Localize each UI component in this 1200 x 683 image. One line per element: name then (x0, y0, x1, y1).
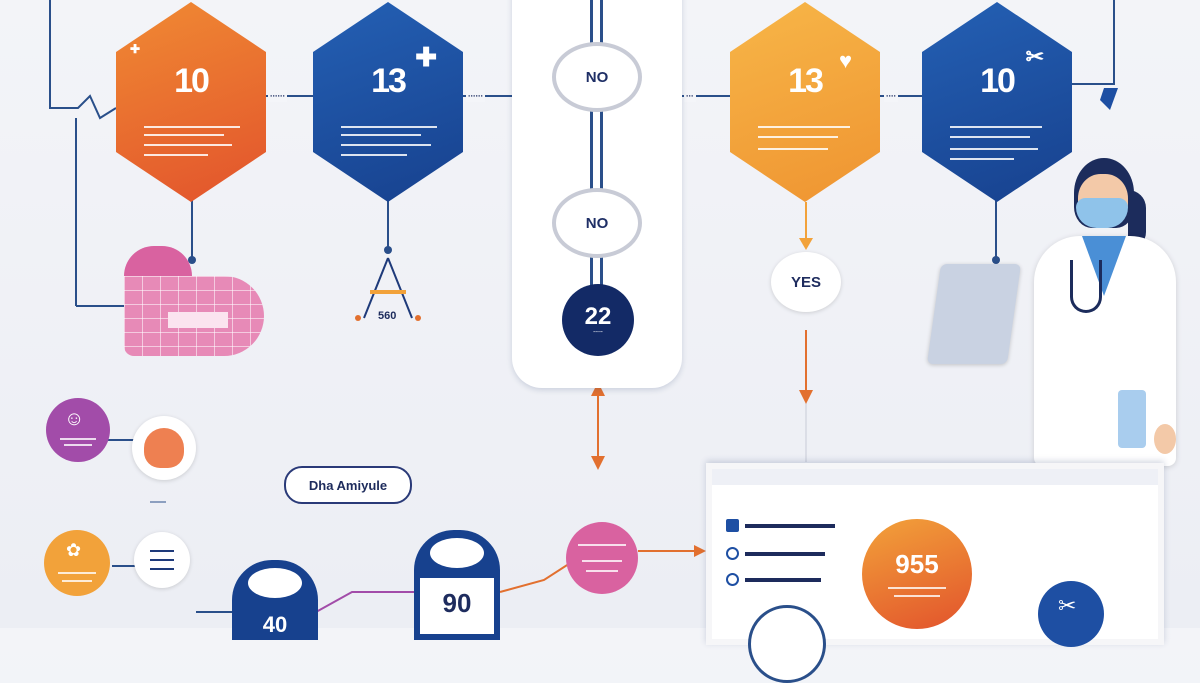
score-circle[interactable]: 955 (862, 519, 972, 629)
connector-heartbeat-line (49, 0, 117, 120)
doctor-illustration (1010, 150, 1200, 480)
plus-icon: ✚ (415, 42, 437, 72)
connector-label-1: ∙∙∙∙∙∙ (268, 90, 288, 102)
database-cylinder-right[interactable]: 90 (414, 530, 500, 640)
tools-circle-icon[interactable]: ✂ (1038, 581, 1104, 647)
connector-label-4: ∙∙∙∙ (884, 90, 899, 102)
connector-label-2: ∙∙∙∙∙∙ (466, 90, 486, 102)
purple-circle-node[interactable]: ☺ (46, 398, 110, 462)
connector-right-up (1072, 0, 1115, 85)
hexagon-number: 10 (980, 62, 1016, 100)
hexagon-number: 13 (788, 62, 824, 100)
result-number: 22 (584, 302, 612, 330)
connector-label-3: ∙∙∙ (684, 90, 696, 102)
tools-icon: ✂ (1025, 44, 1044, 69)
decision-panel: NO NO 22 ∙∙∙∙∙ (512, 0, 682, 388)
cylinder-value: 90 (442, 588, 472, 618)
clipboard-tablet (926, 264, 1022, 364)
pink-decision-circle[interactable] (566, 522, 638, 594)
hexagon-number: 13 (371, 62, 407, 100)
database-cylinder-left[interactable]: 40 (232, 560, 318, 640)
tripod-icon (355, 257, 421, 321)
amber-circle-node[interactable]: ✿ (44, 530, 110, 596)
screen-row-3[interactable] (726, 573, 821, 586)
list-icon[interactable] (134, 532, 190, 588)
screen-row-1[interactable] (726, 519, 835, 532)
arrow-down-head (591, 456, 605, 470)
result-node[interactable]: 22 ∙∙∙∙∙ (562, 284, 634, 356)
dashboard-screen: 955 ✂ (706, 463, 1164, 683)
brain-icon[interactable] (132, 416, 196, 480)
decision-node-no-2[interactable]: NO (552, 188, 642, 258)
hexagon-number: 10 (174, 62, 210, 100)
arrow-up-head (591, 382, 605, 396)
heart-icon: ♥ (838, 48, 852, 73)
cylinder-value: 40 (262, 612, 288, 637)
stethoscope-circle-icon[interactable] (748, 605, 826, 683)
medical-cross-icon: ✚ (130, 42, 141, 56)
score-value: 955 (895, 549, 939, 579)
tripod-caption: 560 (378, 310, 397, 322)
pink-grid-chart (124, 246, 264, 356)
decision-node-yes[interactable]: YES (771, 252, 841, 312)
screen-row-2[interactable] (726, 547, 825, 560)
decision-node-no-1[interactable]: NO (552, 42, 642, 112)
process-label-pill[interactable]: Dha Amiyule (284, 466, 412, 504)
